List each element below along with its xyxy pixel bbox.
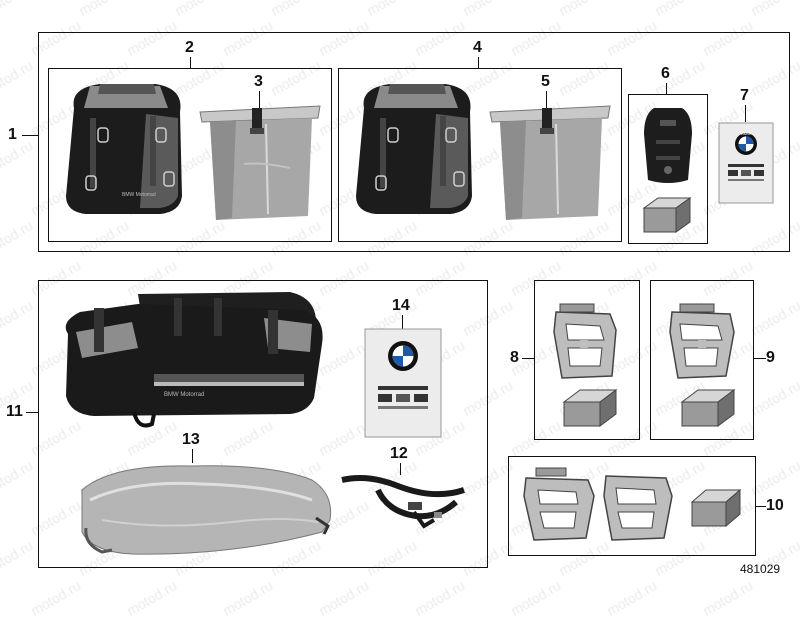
leader-11 bbox=[26, 412, 38, 413]
dry-bag-illustration bbox=[81, 465, 332, 555]
leader-5 bbox=[546, 91, 547, 109]
callout-14[interactable]: 14 bbox=[392, 297, 410, 314]
watermark-text: motod.ru bbox=[795, 337, 800, 379]
callout-4[interactable]: 4 bbox=[473, 39, 482, 56]
bag-brand-label: BMW Motorrad bbox=[122, 192, 156, 198]
carrier-bracket-illustration-alt bbox=[669, 303, 735, 379]
parts-box-icon-8 bbox=[562, 389, 618, 427]
leader-14 bbox=[402, 315, 403, 329]
watermark-text: motod.ru bbox=[0, 537, 36, 579]
watermark-text: motod.ru bbox=[219, 577, 276, 619]
watermark-text: motod.ru bbox=[315, 577, 372, 619]
watermark-text: motod.ru bbox=[795, 577, 800, 619]
watermark-text: motod.ru bbox=[411, 577, 468, 619]
leader-2 bbox=[190, 57, 191, 68]
carrier-bracket-right-illustration bbox=[603, 475, 673, 541]
callout-9[interactable]: 9 bbox=[766, 349, 775, 366]
group-frame-8 bbox=[534, 280, 640, 440]
mounting-plate-illustration bbox=[644, 108, 692, 183]
watermark-text: motod.ru bbox=[268, 0, 324, 19]
parts-box-icon-10 bbox=[690, 488, 742, 528]
watermark-text: motod.ru bbox=[123, 577, 180, 619]
rolltop-bag-illustration-alt bbox=[489, 105, 611, 220]
callout-5[interactable]: 5 bbox=[541, 73, 550, 90]
group-frame-10 bbox=[508, 456, 756, 556]
callout-3[interactable]: 3 bbox=[254, 73, 263, 90]
rolltop-bag-illustration bbox=[199, 105, 321, 220]
group-frame-4 bbox=[338, 68, 622, 242]
parts-box-icon bbox=[642, 197, 692, 233]
leader-8 bbox=[522, 358, 534, 359]
group-frame-11 bbox=[38, 280, 488, 568]
watermark-text: motod.ru bbox=[795, 177, 800, 219]
carrier-bracket-illustration bbox=[553, 303, 617, 379]
leader-7 bbox=[745, 105, 746, 122]
watermark-text: motod.ru bbox=[172, 0, 228, 19]
leader-10 bbox=[756, 506, 766, 507]
leader-1 bbox=[22, 135, 38, 136]
carrier-bracket-left-illustration bbox=[523, 467, 595, 541]
watermark-text: motod.ru bbox=[0, 137, 36, 179]
callout-8[interactable]: 8 bbox=[510, 349, 519, 366]
watermark-text: motod.ru bbox=[364, 0, 420, 19]
leader-9 bbox=[754, 358, 766, 359]
badge-letters: BMW bbox=[741, 131, 751, 136]
watermark-text: motod.ru bbox=[507, 577, 564, 619]
callout-7[interactable]: 7 bbox=[740, 87, 749, 104]
watermark-text: motod.ru bbox=[747, 377, 800, 419]
parts-box-icon-9 bbox=[680, 389, 736, 427]
leader-3 bbox=[259, 91, 260, 109]
watermark-text: motod.ru bbox=[27, 577, 84, 619]
watermark-text: motod.ru bbox=[795, 497, 800, 539]
callout-13[interactable]: 13 bbox=[182, 431, 200, 448]
group-frame-6 bbox=[628, 94, 708, 244]
callout-2[interactable]: 2 bbox=[185, 39, 194, 56]
tail-bag-brand-label: BMW Motorrad bbox=[164, 392, 204, 398]
callout-1[interactable]: 1 bbox=[8, 126, 17, 143]
watermark-text: motod.ru bbox=[0, 217, 36, 259]
watermark-text: motod.ru bbox=[795, 417, 800, 459]
backpack-large-illustration-alt bbox=[356, 84, 472, 214]
watermark-text: motod.ru bbox=[795, 257, 800, 299]
manual-booklet-illustration: BMW bbox=[718, 122, 774, 204]
callout-10[interactable]: 10 bbox=[766, 497, 784, 514]
leader-13 bbox=[192, 449, 193, 463]
watermark-text: motod.ru bbox=[460, 0, 516, 19]
watermark-text: motod.ru bbox=[795, 17, 800, 59]
leader-6 bbox=[666, 83, 667, 94]
manual-booklet-illustration-large bbox=[364, 328, 442, 438]
watermark-text: motod.ru bbox=[76, 0, 132, 19]
watermark-text: motod.ru bbox=[795, 97, 800, 139]
leader-12 bbox=[400, 463, 401, 475]
watermark-text: motod.ru bbox=[0, 57, 36, 99]
leader-4 bbox=[478, 57, 479, 68]
watermark-text: motod.ru bbox=[556, 0, 612, 19]
watermark-text: motod.ru bbox=[699, 577, 756, 619]
callout-12[interactable]: 12 bbox=[390, 445, 408, 462]
catalog-number: 481029 bbox=[740, 562, 781, 576]
callout-6[interactable]: 6 bbox=[661, 65, 670, 82]
watermark-text: motod.ru bbox=[748, 0, 800, 19]
backpack-large-illustration: BMW Motorrad bbox=[66, 84, 182, 214]
group-frame-2 bbox=[48, 68, 332, 242]
tail-bag-illustration: BMW Motorrad bbox=[65, 292, 323, 428]
watermark-text: motod.ru bbox=[0, 0, 36, 19]
group-frame-9 bbox=[650, 280, 754, 440]
watermark-text: motod.ru bbox=[0, 457, 36, 499]
callout-11[interactable]: 11 bbox=[6, 403, 23, 420]
watermark-text: motod.ru bbox=[0, 297, 36, 339]
watermark-text: motod.ru bbox=[747, 297, 800, 339]
group-frame-1 bbox=[38, 32, 790, 252]
strap-illustration bbox=[341, 475, 465, 529]
watermark-text: motod.ru bbox=[652, 0, 708, 19]
watermark-text: motod.ru bbox=[603, 577, 660, 619]
